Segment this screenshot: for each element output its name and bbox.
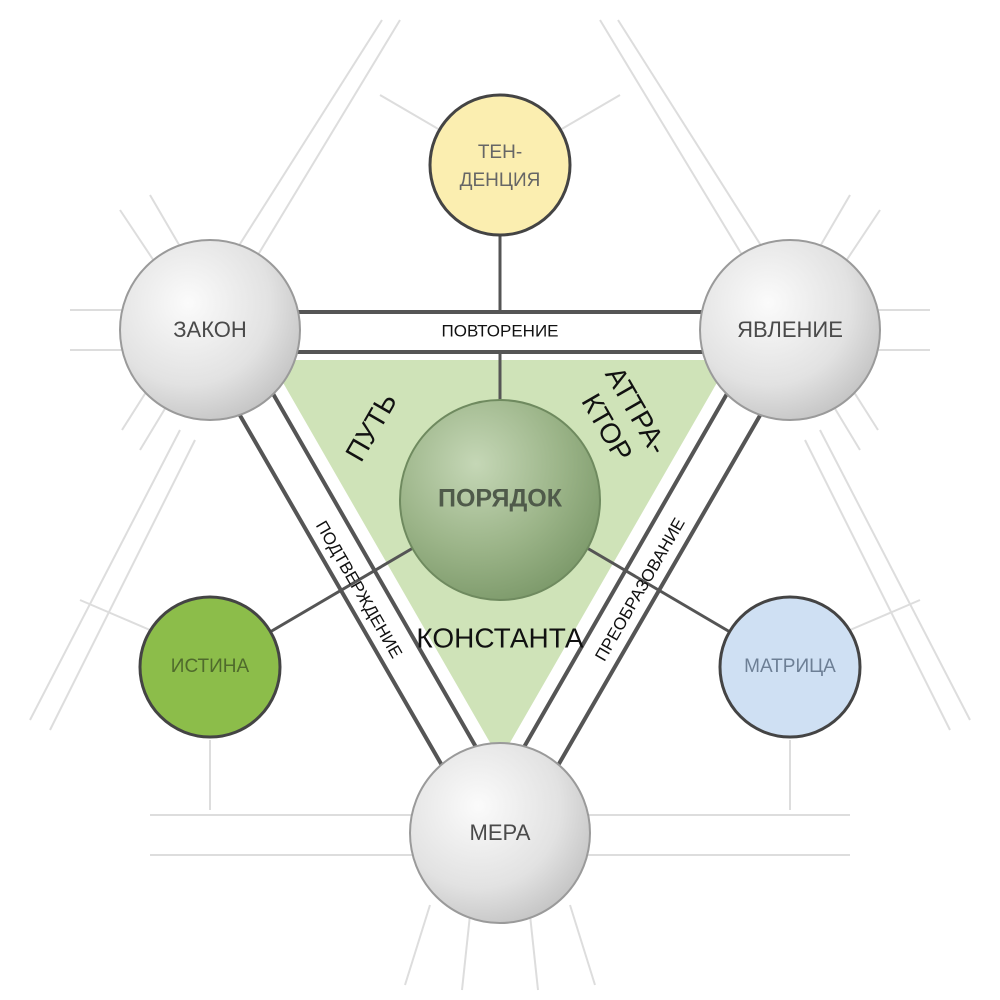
node-zakon-label: ЗАКОН bbox=[173, 317, 247, 342]
edge-bands bbox=[232, 310, 768, 790]
satellite-tendentsiya[interactable]: ТЕН- ДЕНЦИЯ bbox=[428, 93, 572, 237]
center-label: ПОРЯДОК bbox=[438, 485, 563, 513]
node-mera[interactable]: МЕРА bbox=[409, 742, 591, 924]
node-zakon[interactable]: ЗАКОН bbox=[119, 239, 301, 421]
satellite-matritsa[interactable]: МАТРИЦА bbox=[718, 595, 862, 739]
node-yavlenie-label: ЯВЛЕНИЕ bbox=[737, 317, 843, 342]
edge-label-top: ПОВТОРЕНИЕ bbox=[442, 321, 559, 340]
connector-lines bbox=[269, 230, 731, 634]
satellite-istina[interactable]: ИСТИНА bbox=[138, 595, 282, 739]
satellite-tendentsiya-label-2: ДЕНЦИЯ bbox=[460, 170, 541, 191]
satellite-istina-label: ИСТИНА bbox=[171, 656, 250, 677]
center-sphere[interactable]: ПОРЯДОК bbox=[399, 399, 601, 601]
satellite-tendentsiya-label-1: ТЕН- bbox=[478, 142, 522, 163]
inner-label-konstanta: КОНСТАНТА bbox=[416, 622, 584, 653]
satellite-matritsa-label: МАТРИЦА bbox=[744, 656, 836, 677]
node-mera-label: МЕРА bbox=[470, 820, 531, 845]
node-yavlenie[interactable]: ЯВЛЕНИЕ bbox=[699, 239, 881, 421]
